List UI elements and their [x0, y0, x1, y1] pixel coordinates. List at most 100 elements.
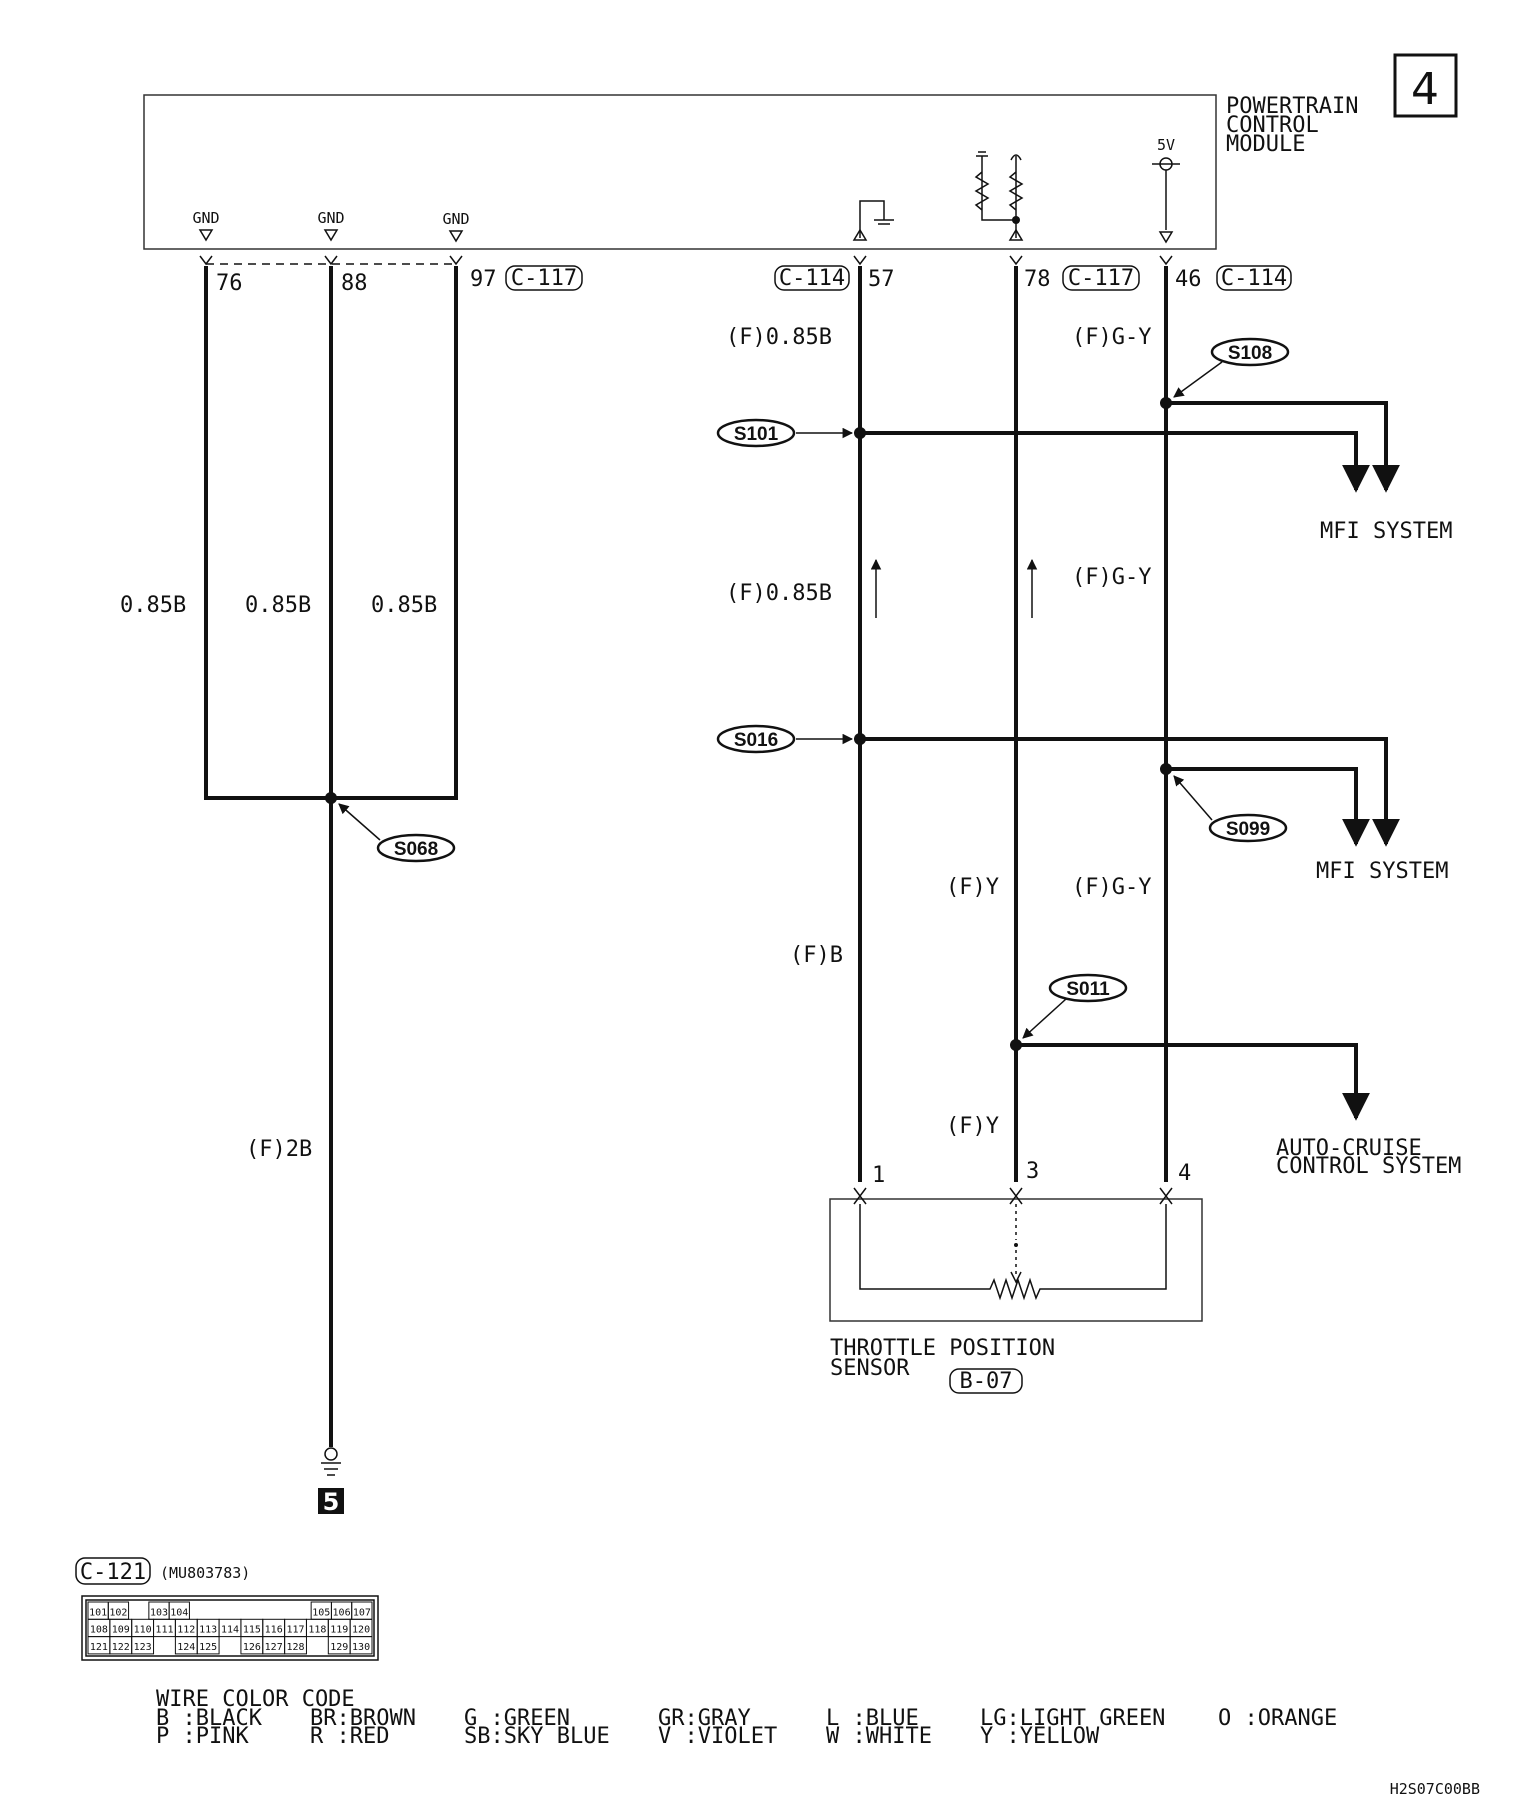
svg-text:WIRE COLOR CODE: WIRE COLOR CODE — [156, 1687, 355, 1712]
svg-text:L :BLUE: L :BLUE — [826, 1706, 919, 1731]
module-name-line-2: CONTROL — [1226, 113, 1319, 138]
c121-pin-number: 118 — [308, 1625, 326, 1636]
c121-pin-number: 127 — [265, 1642, 283, 1653]
signal-wires — [854, 266, 1400, 1182]
throttle-position-sensor: THROTTLE POSITION SENSOR — [829, 1187, 1203, 1381]
svg-text:LG:LIGHT GREEN: LG:LIGHT GREEN — [980, 1706, 1165, 1731]
svg-text:Y :YELLOW: Y :YELLOW — [980, 1724, 1100, 1749]
c121-pin-number: 103 — [150, 1607, 168, 1618]
svg-text:S016: S016 — [734, 730, 778, 751]
module-name-line-3: MODULE — [1226, 132, 1305, 157]
wire-label-46-top: (F)G-Y — [1072, 325, 1151, 350]
svg-text:V :VIOLET: V :VIOLET — [658, 1724, 777, 1749]
c121-pin-cell — [349, 1636, 373, 1655]
splice-s101: S101 — [716, 418, 854, 448]
wire-label-57-low: (F)B — [790, 943, 843, 968]
c121-pin-number: 123 — [134, 1642, 152, 1653]
svg-text:P :PINK: P :PINK — [156, 1724, 249, 1749]
svg-text:B-07: B-07 — [960, 1369, 1013, 1394]
pin-57: 57 — [868, 267, 895, 292]
svg-text:GR:GRAY: GR:GRAY — [658, 1706, 751, 1731]
c121-pin-number: 126 — [243, 1642, 261, 1653]
svg-text:C-114: C-114 — [779, 266, 845, 291]
c121-pin-number: 120 — [352, 1625, 370, 1636]
page-number: 4 — [1393, 53, 1458, 118]
gnd-label-97: GND — [442, 210, 469, 228]
svg-text:C-121: C-121 — [80, 1560, 146, 1585]
sensor-pin-4: 4 — [1178, 1161, 1191, 1186]
c121-pin-number: 111 — [155, 1625, 173, 1636]
svg-text:S099: S099 — [1226, 819, 1270, 840]
wire-label-78-low: (F)Y — [946, 1114, 999, 1139]
connector-c121: C-121 (MU803783) — [75, 1557, 250, 1585]
splice-s099: S099 — [1173, 775, 1288, 843]
svg-text:S101: S101 — [734, 424, 779, 445]
c121-pin-cell — [196, 1636, 220, 1655]
splice-s011: S011 — [1022, 973, 1128, 1039]
splice-s108: S108 — [1173, 337, 1290, 398]
svg-text:S068: S068 — [394, 839, 438, 860]
c121-pin-number: 122 — [112, 1642, 130, 1653]
splice-s016: S016 — [716, 724, 854, 754]
module-name-line-1: POWERTRAIN — [1226, 94, 1358, 119]
svg-text:B :BLACK: B :BLACK — [156, 1706, 263, 1731]
ground-wires — [204, 266, 458, 1476]
sensor-pin-3: 3 — [1026, 1159, 1039, 1184]
svg-text:(MU803783): (MU803783) — [160, 1564, 250, 1582]
wire-label-f2b: (F)2B — [246, 1137, 312, 1162]
pin-46: 46 — [1175, 267, 1202, 292]
c121-pin-number: 107 — [353, 1607, 371, 1618]
c121-pin-number: 105 — [312, 1607, 330, 1618]
c121-pin-number: 110 — [134, 1625, 152, 1636]
c121-pin-cell — [131, 1636, 155, 1655]
sensor-name-line-2: SENSOR — [830, 1356, 910, 1381]
gnd-label-88: GND — [317, 209, 344, 227]
cruise-system-label-2: CONTROL SYSTEM — [1276, 1154, 1461, 1179]
mfi-system-label-1: MFI SYSTEM — [1320, 519, 1452, 544]
connector-c117-b: C-117 — [1062, 265, 1140, 291]
c121-pin-cell — [284, 1636, 307, 1655]
ground-ref-badge: 5 — [318, 1488, 344, 1516]
wire-color-code: WIRE COLOR CODE B :BLACK BR:BROWN G :GRE… — [156, 1687, 1337, 1749]
c121-pin-number: 104 — [170, 1607, 188, 1618]
svg-text:S108: S108 — [1228, 343, 1272, 364]
svg-text:G :GREEN: G :GREEN — [464, 1706, 570, 1731]
pin-76: 76 — [216, 271, 243, 296]
c121-pin-number: 102 — [109, 1607, 127, 1618]
powertrain-control-module: POWERTRAIN CONTROL MODULE GND GND GND 5V — [143, 94, 1358, 250]
v5-label: 5V — [1157, 136, 1175, 154]
svg-text:4: 4 — [1411, 64, 1439, 115]
svg-text:C-117: C-117 — [1068, 266, 1134, 291]
svg-text:R :RED: R :RED — [310, 1724, 389, 1749]
svg-text:W :WHITE: W :WHITE — [826, 1724, 932, 1749]
cruise-system-label-1: AUTO-CRUISE — [1276, 1136, 1422, 1161]
svg-text:BR:BROWN: BR:BROWN — [310, 1706, 416, 1731]
splice-s068: S068 — [338, 803, 456, 863]
wire-label-57-mid: (F)0.85B — [726, 581, 832, 606]
c121-pin-number: 106 — [333, 1607, 351, 1618]
c121-pin-number: 117 — [287, 1625, 305, 1636]
sensor-name-line-1: THROTTLE POSITION — [830, 1336, 1055, 1361]
c121-pin-number: 115 — [243, 1625, 261, 1636]
c121-pin-number: 128 — [287, 1642, 305, 1653]
pin-marks — [199, 255, 1173, 266]
pin-78: 78 — [1024, 267, 1051, 292]
wire-label-97: 0.85B — [371, 593, 437, 618]
c121-pin-number: 116 — [265, 1625, 283, 1636]
svg-text:O :ORANGE: O :ORANGE — [1218, 1706, 1337, 1731]
c121-pin-number: 129 — [330, 1642, 348, 1653]
c121-pin-number: 101 — [89, 1607, 107, 1618]
pin-88: 88 — [341, 271, 368, 296]
c121-pin-number: 108 — [90, 1625, 108, 1636]
connector-b07: B-07 — [949, 1368, 1023, 1394]
document-code: H2S07C00BB — [1390, 1780, 1480, 1798]
wire-label-46-low: (F)G-Y — [1072, 875, 1151, 900]
wire-label-46-mid: (F)G-Y — [1072, 565, 1151, 590]
c121-pin-number: 124 — [177, 1642, 195, 1653]
pin-97: 97 — [470, 267, 497, 292]
svg-text:C-114: C-114 — [1221, 266, 1287, 291]
c121-pin-number: 113 — [199, 1625, 217, 1636]
wire-label-88: 0.85B — [245, 593, 311, 618]
c121-pin-number: 125 — [199, 1642, 217, 1653]
